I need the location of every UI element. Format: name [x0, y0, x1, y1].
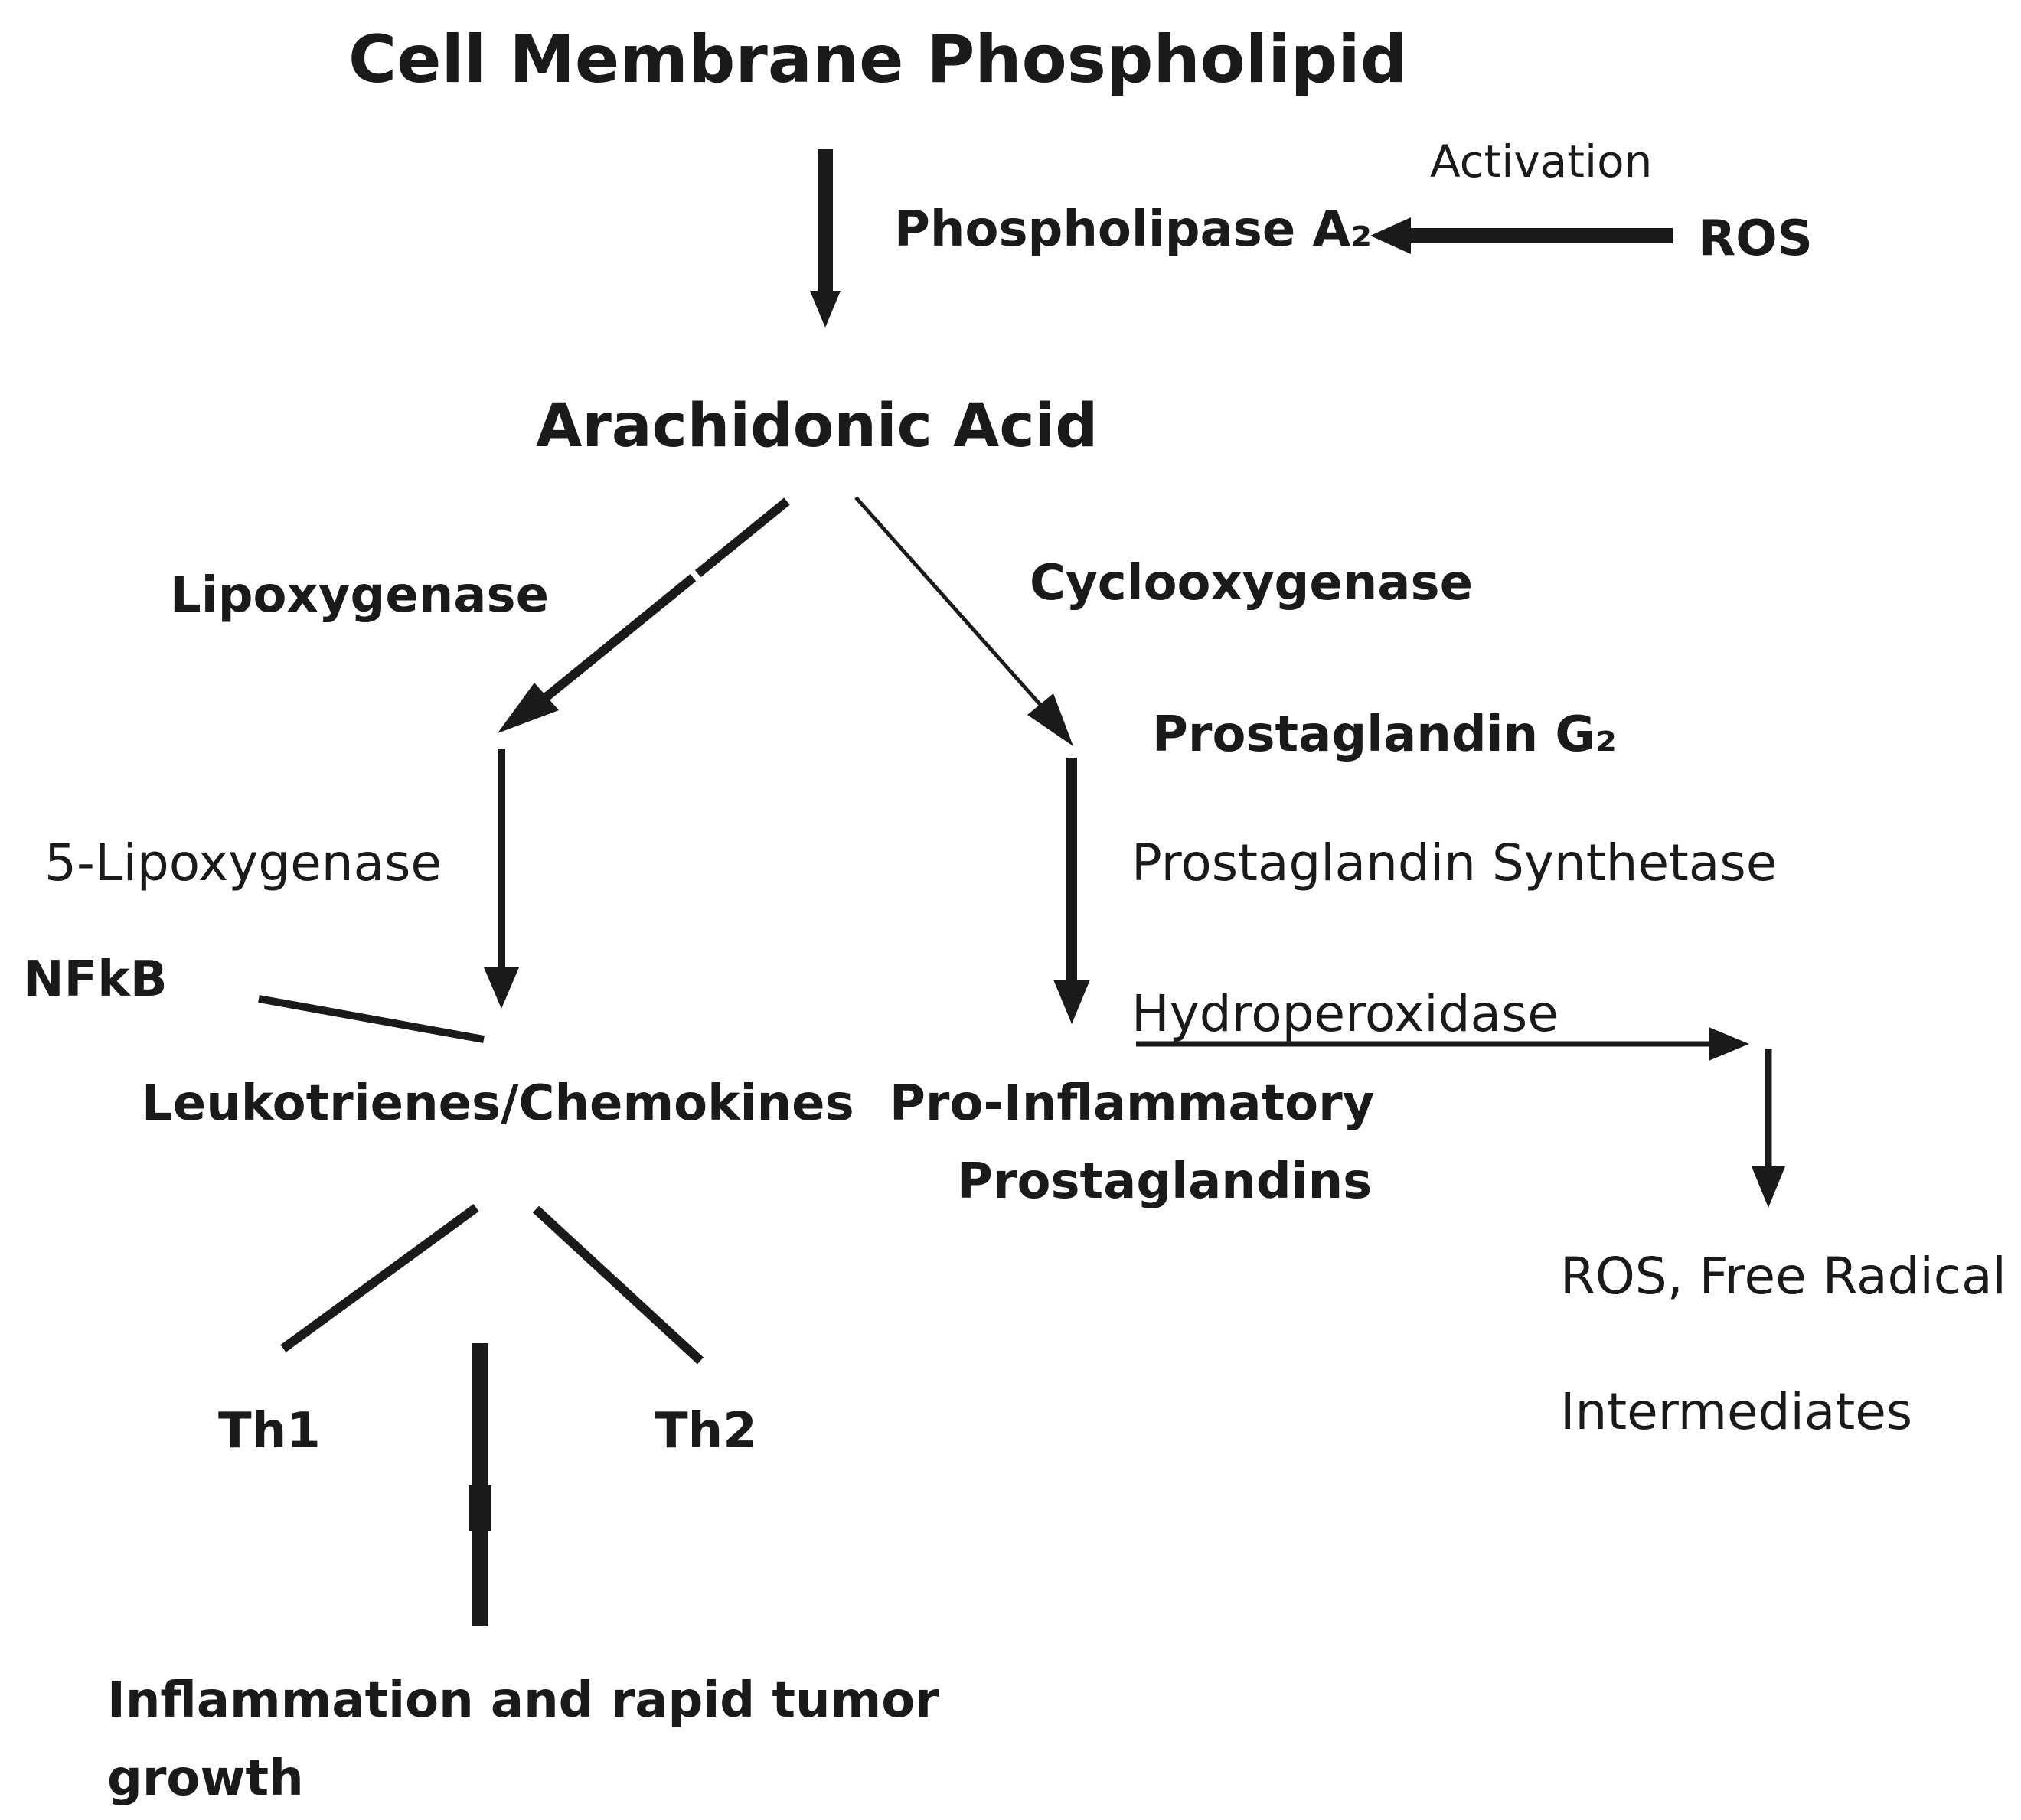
node-phospholipase: Phospholipase A₂: [894, 201, 1373, 258]
thick-segment: [469, 1485, 491, 1531]
node-prostaglandins: Prostaglandins: [957, 1153, 1373, 1210]
node-arachidonic-acid: Arachidonic Acid: [536, 392, 1099, 461]
label-lipoxygenase: Lipoxygenase: [170, 567, 549, 624]
node-th1: Th1: [218, 1403, 321, 1460]
arrowhead-prostaglandins: [1053, 980, 1090, 1024]
arrowhead-ros: [1370, 217, 1411, 254]
node-inflammation-line1: Inflammation and rapid tumor: [107, 1672, 939, 1729]
node-nfkb: NFkB: [23, 951, 168, 1008]
nfkb-connector: [258, 995, 485, 1043]
label-prostaglandin-synthetase: Prostaglandin Synthetase: [1131, 833, 1778, 892]
node-cell-membrane: Cell Membrane Phospholipid: [348, 21, 1408, 98]
arrowhead-ros-free-radical: [1752, 1166, 1785, 1208]
arrow-arachidonic-to-lipoxygenase: [542, 497, 790, 702]
node-leukotrienes-chemokines: Leukotrienes/Chemokines: [142, 1075, 854, 1132]
line-to-th2: [532, 1205, 704, 1365]
node-ros-free-radical: ROS, Free Radical: [1560, 1247, 2006, 1306]
node-prostaglandin-g2: Prostaglandin G₂: [1152, 706, 1617, 763]
arrowhead-membrane: [810, 291, 841, 328]
node-pro-inflammatory: Pro-Inflammatory: [890, 1075, 1375, 1132]
label-5-lipoxygenase: 5-Lipoxygenase: [44, 833, 442, 892]
arrowhead-lipoxygenase: [498, 683, 559, 733]
node-inflammation-line2: growth: [107, 1750, 304, 1807]
arrowhead-leukotrienes: [484, 967, 519, 1009]
label-activation: Activation: [1430, 135, 1653, 188]
node-intermediates: Intermediates: [1560, 1382, 1913, 1441]
node-ros-top: ROS: [1698, 210, 1813, 267]
line-to-th1: [280, 1204, 479, 1352]
node-th2: Th2: [655, 1403, 757, 1460]
label-hydroperoxidase: Hydroperoxidase: [1131, 984, 1559, 1043]
label-cyclooxygenase: Cyclooxygenase: [1030, 555, 1473, 612]
arrowhead-hydroperoxidase: [1709, 1027, 1749, 1061]
arrow-arachidonic-to-cyclooxygenase: [854, 496, 1043, 707]
arrowhead-cyclooxygenase: [1027, 693, 1073, 746]
